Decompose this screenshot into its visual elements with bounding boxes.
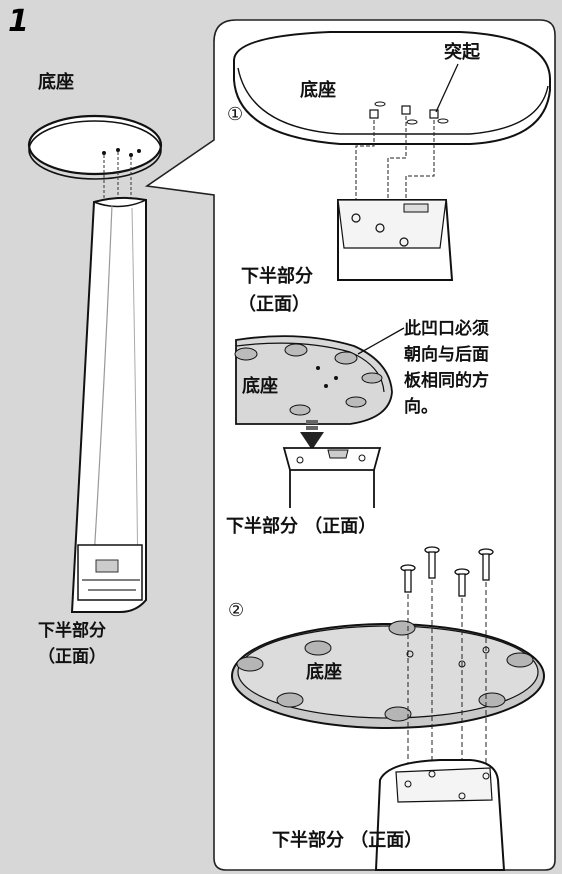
left-front-label: （正面） [38,647,106,667]
lower-column [70,196,147,613]
step-circle-2: ② [228,600,245,621]
protrusion-leader [435,63,459,113]
middle-base-disc [234,335,393,425]
notch-note: 此凹口必须 朝向与后面 板相同的方 向。 [404,319,489,417]
top-front-label: （正面） [238,294,310,315]
middle-base-label: 底座 [242,376,278,397]
bottom-lower-part [374,759,506,871]
down-arrow [300,420,324,450]
top-base-disc [233,31,551,145]
callout-panel [144,19,556,871]
left-base-disc [27,114,163,180]
screws [400,546,494,597]
top-lower-part-label: 下半部分 [241,266,313,287]
left-lower-part-label: 下半部分 [38,621,106,641]
protrusion-label: 突起 [444,42,480,63]
left-guide-lines [103,152,132,200]
left-base-label: 底座 [38,72,74,93]
middle-lower-part-label: 下半部分 （正面） [226,516,377,537]
top-lower-part [337,199,454,281]
step-circle-1: ① [227,104,244,125]
bottom-base-label: 底座 [306,662,342,683]
bottom-base-disc [231,620,545,729]
middle-lower-part [282,447,382,508]
bottom-guide-lines [407,580,487,780]
notch-leader [357,327,405,355]
bottom-lower-part-label: 下半部分 （正面） [272,830,423,851]
step-number: 1 [8,4,29,39]
top-base-label: 底座 [300,80,336,101]
